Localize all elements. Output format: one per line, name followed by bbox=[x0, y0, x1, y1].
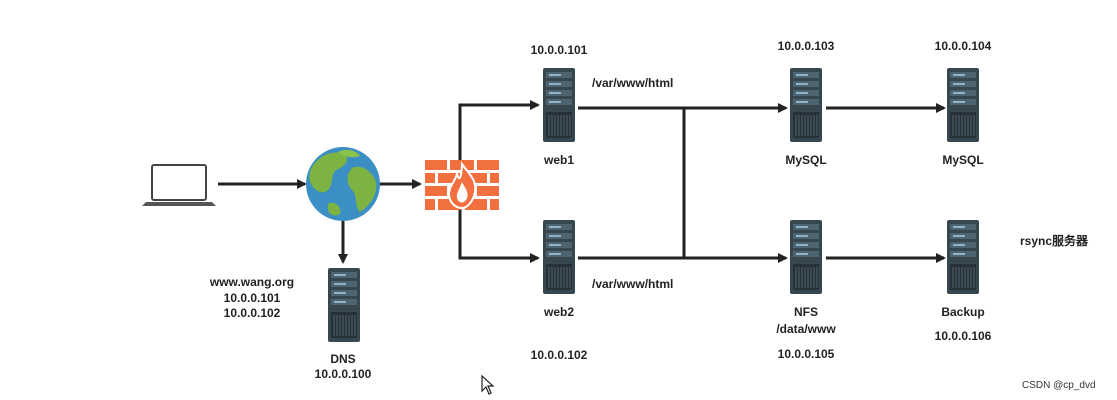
web2-path-label: /var/www/html bbox=[592, 277, 674, 291]
web2-ip-label: 10.0.0.102 bbox=[530, 348, 588, 362]
globe-icon bbox=[306, 147, 380, 221]
nfs-name-label: NFS bbox=[794, 305, 818, 319]
dns-name-label: DNS bbox=[330, 352, 356, 366]
server-icon-nfs bbox=[789, 219, 823, 295]
dns-ip1-label: 10.0.0.101 bbox=[223, 291, 281, 305]
web1-name-label: web1 bbox=[543, 153, 575, 167]
backup-ip-label: 10.0.0.106 bbox=[934, 329, 992, 343]
connections bbox=[218, 100, 946, 264]
server-icon-mysql2 bbox=[946, 67, 980, 143]
firewall-to-web1-arrow bbox=[458, 100, 540, 160]
backup-name-label: Backup bbox=[941, 305, 985, 319]
laptop-icon bbox=[142, 164, 216, 206]
mysql2-name-label: MySQL bbox=[942, 153, 984, 167]
firewall-icon bbox=[425, 160, 499, 210]
backup-role-label: rsync服务器 bbox=[1020, 234, 1089, 248]
watermark-label: CSDN @cp_dvd bbox=[1022, 380, 1096, 391]
web1-path-label: /var/www/html bbox=[592, 76, 674, 90]
server-icon-web1 bbox=[542, 67, 576, 143]
dns-domain-label: www.wang.org bbox=[209, 275, 295, 289]
mouse-cursor-icon bbox=[481, 374, 495, 395]
nfs-path-label: /data/www bbox=[776, 322, 836, 336]
dns-ip-label: 10.0.0.100 bbox=[314, 367, 372, 381]
server-icon-web2 bbox=[542, 219, 576, 295]
web2-name-label: web2 bbox=[543, 305, 575, 319]
firewall-to-web2-arrow bbox=[458, 210, 540, 263]
mysql1-name-label: MySQL bbox=[785, 153, 827, 167]
server-icon-backup bbox=[946, 219, 980, 295]
mysql2-ip-label: 10.0.0.104 bbox=[934, 39, 992, 53]
nfs-ip-label: 10.0.0.105 bbox=[777, 347, 835, 361]
web1-ip-label: 10.0.0.101 bbox=[530, 43, 588, 57]
mysql1-ip-label: 10.0.0.103 bbox=[777, 39, 835, 53]
dns-ip2-label: 10.0.0.102 bbox=[223, 306, 281, 320]
server-icon-dns bbox=[327, 267, 361, 343]
server-icon-mysql1 bbox=[789, 67, 823, 143]
